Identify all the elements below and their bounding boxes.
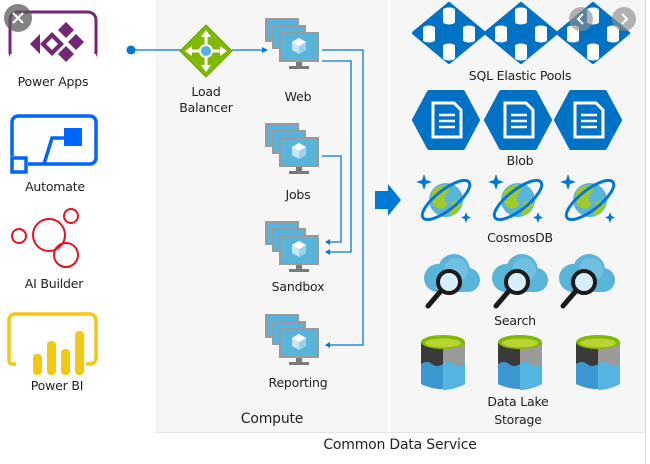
ai-builder-icon: [8, 205, 79, 271]
power-apps-label: Power Apps: [17, 74, 89, 89]
sandbox-label: Sandbox: [271, 279, 325, 294]
chevron-left-icon: [576, 13, 584, 25]
cosmosdb-label: CosmosDB: [487, 230, 553, 245]
cosmosdb-icon: [488, 172, 548, 228]
close-button[interactable]: [4, 4, 32, 32]
next-image-button[interactable]: [612, 7, 636, 31]
power-bi-label: Power BI: [30, 378, 84, 393]
close-icon: [12, 12, 24, 24]
flow-arrow-icon: [375, 184, 401, 216]
connector-jobs-to-sandbox: [322, 155, 342, 243]
arrowhead: [325, 239, 330, 245]
compute-title: Compute: [240, 411, 304, 427]
connector-web-to-reporting: [322, 49, 364, 346]
reporting-label: Reporting: [268, 375, 328, 390]
search-service-icon: [555, 252, 617, 310]
arrowhead: [325, 342, 330, 348]
web-label: Web: [284, 89, 312, 104]
search-label: Search: [494, 313, 536, 328]
load-balancer-label: Load Balancer: [175, 84, 237, 116]
common-data-service-title: Common Data Service: [323, 437, 477, 453]
arrowhead: [325, 249, 330, 255]
cosmosdb-icon: [560, 172, 620, 228]
automate-label: Automate: [25, 179, 85, 194]
data-lake-storage-icon: [419, 334, 467, 394]
sql-elastic-pools-label: SQL Elastic Pools: [468, 68, 572, 83]
sandbox-vm-icon: [264, 220, 324, 282]
power-automate-icon: [8, 112, 100, 174]
blob-storage-icon: [412, 90, 480, 150]
web-vm-icon: [264, 17, 324, 79]
ai-builder-label: AI Builder: [24, 276, 84, 291]
chevron-right-icon: [621, 13, 629, 25]
cosmosdb-icon: [416, 172, 476, 228]
blob-storage-icon: [484, 90, 552, 150]
data-lake-storage-icon: [496, 334, 544, 394]
compute-panel: [155, 0, 388, 432]
blob-label: Blob: [506, 153, 534, 168]
previous-image-button[interactable]: [569, 7, 593, 31]
load-balancer-label-line2: Balancer: [179, 100, 233, 115]
search-service-icon: [420, 252, 482, 310]
jobs-label: Jobs: [285, 187, 311, 202]
power-apps-icon: [8, 10, 98, 70]
data-lake-storage-icon: [574, 334, 622, 394]
search-service-icon: [488, 252, 550, 310]
sql-elastic-pool-icon: [484, 2, 558, 64]
data-lake-storage-label: Data Lake Storage: [470, 393, 566, 429]
arrowhead: [262, 47, 268, 53]
load-balancer-icon: [179, 24, 233, 78]
jobs-vm-icon: [264, 122, 324, 184]
sql-elastic-pool-icon: [412, 2, 486, 64]
blob-storage-icon: [554, 90, 622, 150]
load-balancer-label-line1: Load: [191, 84, 221, 99]
power-bi-icon: [7, 312, 98, 376]
panel-divider: [155, 432, 645, 433]
connector-web-to-sandbox: [322, 60, 352, 253]
right-edge: [645, 0, 650, 464]
data-lake-label-line1: Data Lake: [487, 394, 549, 409]
reporting-vm-icon: [264, 313, 324, 375]
data-lake-label-line2: Storage: [494, 412, 542, 427]
